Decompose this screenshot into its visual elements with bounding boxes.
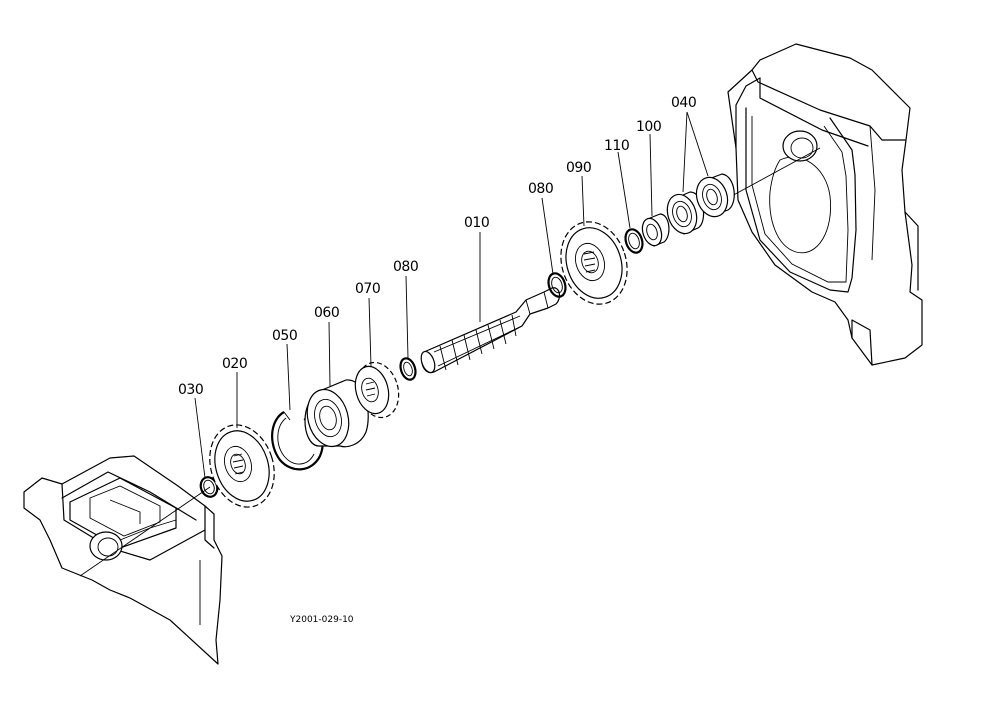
part-040-bearing-pair (666, 173, 735, 235)
part-080-snap-ring-lower (399, 357, 417, 381)
right-transmission-housing (727, 43, 923, 366)
callout-080-upper: 080 (528, 181, 553, 197)
part-020-gear (209, 424, 275, 508)
part-100-collar (641, 213, 670, 247)
callout-100: 100 (636, 119, 661, 135)
callout-030: 030 (178, 382, 203, 398)
left-transmission-housing (23, 455, 223, 665)
part-090-gear (560, 221, 628, 305)
shaft-centerline (79, 147, 821, 577)
part-110-snap-ring (624, 228, 644, 254)
callout-040: 040 (671, 95, 696, 111)
figure-code: Y2001-029-10 (289, 615, 354, 625)
callout-labels: 010 020 030 040 050 060 070 080 080 090 … (178, 95, 697, 398)
callout-070: 070 (355, 281, 380, 297)
part-070-gear (354, 361, 400, 419)
callout-020: 020 (222, 356, 247, 372)
part-010-main-shaft (420, 287, 561, 374)
callout-060: 060 (314, 305, 339, 321)
callout-110: 110 (604, 138, 629, 154)
leader-lines (194, 111, 709, 479)
callout-050: 050 (272, 328, 297, 344)
callout-010: 010 (464, 215, 489, 231)
part-060-ball-bearing (304, 379, 369, 448)
callout-090: 090 (566, 160, 591, 176)
callout-080-lower: 080 (393, 259, 418, 275)
